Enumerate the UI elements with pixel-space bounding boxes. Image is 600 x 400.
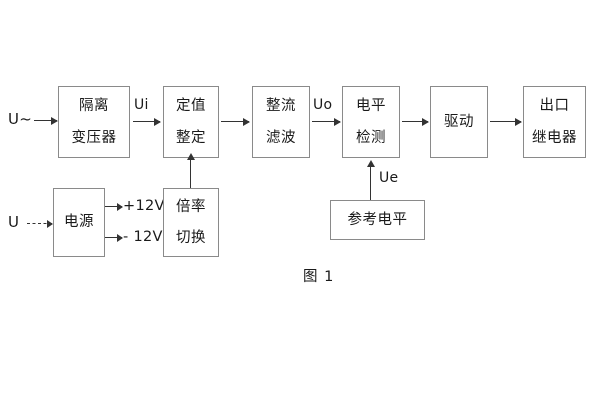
signal-label-ui: Ui: [134, 97, 149, 113]
block-level-detection-line-1: 电平: [356, 98, 386, 114]
arrow-drive-to-output-relay: [490, 117, 522, 126]
block-output-relay-line-1: 出口: [539, 98, 570, 114]
signal-label-uo: Uo: [313, 97, 333, 113]
arrow-reference-level-to-level-detection: [366, 160, 375, 200]
block-power-supply-line-1: 电源: [64, 214, 94, 231]
block-output-relay-line-2: 继电器: [532, 129, 577, 146]
block-rectify-filter-line-2: 滤波: [266, 129, 296, 146]
input-label-dc: U: [8, 213, 20, 231]
signal-label-positive-12v: +12V: [123, 198, 165, 214]
input-label-ac: U~: [8, 110, 33, 128]
block-isolation-transformer-line-2: 变压器: [71, 129, 117, 146]
block-multiplier-switch-line-1: 倍率: [176, 198, 206, 215]
block-setting-value: 定值 整定: [163, 86, 219, 158]
block-level-detection-line-2: 检测: [356, 129, 386, 146]
block-multiplier-switch: 倍率 切换: [163, 188, 219, 257]
arrow-setting-value-to-rectify-filter: [221, 117, 250, 126]
block-isolation-transformer: 隔离 变压器: [58, 86, 130, 158]
arrow-dc-to-power-supply: [27, 220, 53, 229]
block-isolation-transformer-line-1: 隔离: [79, 98, 109, 114]
arrow-rectify-filter-to-level-detection: [312, 117, 341, 126]
block-reference-level: 参考电平: [330, 200, 425, 240]
arrow-power-supply-positive-12v: [105, 203, 123, 212]
arrow-level-detection-to-drive: [402, 117, 429, 126]
arrow-ac-to-isolation-transformer: [34, 116, 58, 125]
block-reference-level-line-1: 参考电平: [347, 211, 408, 228]
arrow-power-supply-negative-12v: [105, 234, 123, 243]
block-drive-line-1: 驱动: [444, 113, 474, 130]
block-drive: 驱动: [430, 86, 488, 158]
block-level-detection: 电平 检测: [342, 86, 400, 158]
block-setting-value-line-1: 定值: [176, 98, 206, 114]
signal-label-negative-12v: - 12V: [123, 229, 163, 245]
arrow-isolation-transformer-to-setting-value: [133, 117, 161, 126]
block-rectify-filter-line-1: 整流: [266, 98, 296, 114]
figure-caption: 图 1: [303, 269, 335, 285]
block-power-supply: 电源: [53, 188, 105, 257]
arrow-multiplier-switch-to-setting-value: [186, 153, 195, 188]
block-setting-value-line-2: 整定: [176, 129, 206, 146]
block-multiplier-switch-line-2: 切换: [176, 230, 206, 246]
signal-label-ue: Ue: [379, 170, 399, 186]
block-output-relay: 出口 继电器: [523, 86, 586, 158]
block-rectify-filter: 整流 滤波: [252, 86, 310, 158]
